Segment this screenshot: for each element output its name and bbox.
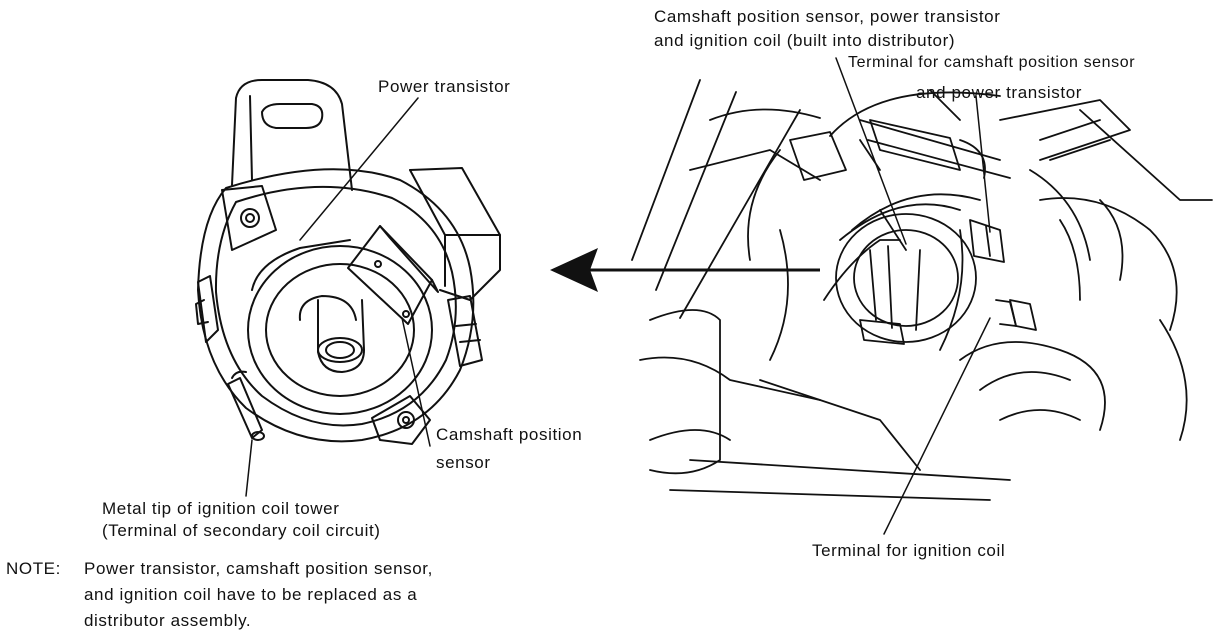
label-metal-tip-line2: (Terminal of secondary coil circuit) [102, 521, 381, 540]
engine-bay-illustration [631, 79, 1213, 501]
label-top-right-line1: Camshaft position sensor, power transist… [654, 7, 1001, 26]
label-terminal-camshaft-line2: and power transistor [916, 83, 1083, 102]
note-line-2: and ignition coil have to be replaced as… [84, 585, 418, 604]
note-label: NOTE: [6, 559, 61, 578]
label-camshaft-sensor-line1: Camshaft position [436, 425, 583, 444]
note-line-3: distributor assembly. [84, 611, 252, 630]
label-top-right-line2: and ignition coil (built into distributo… [654, 31, 956, 50]
label-camshaft-sensor-line2: sensor [436, 453, 491, 472]
direction-arrow [550, 248, 820, 292]
note-line-1: Power transistor, camshaft position sens… [84, 559, 433, 578]
distributor-illustration [195, 79, 501, 445]
note-text: Power transistor, camshaft position sens… [84, 556, 544, 634]
label-terminal-camshaft-line1: Terminal for camshaft position sensor [848, 54, 1136, 71]
label-metal-tip-line1: Metal tip of ignition coil tower [102, 499, 340, 518]
leader-lines [245, 57, 991, 535]
label-terminal-ignition-coil: Terminal for ignition coil [812, 541, 1006, 560]
label-power-transistor: Power transistor [378, 77, 511, 96]
